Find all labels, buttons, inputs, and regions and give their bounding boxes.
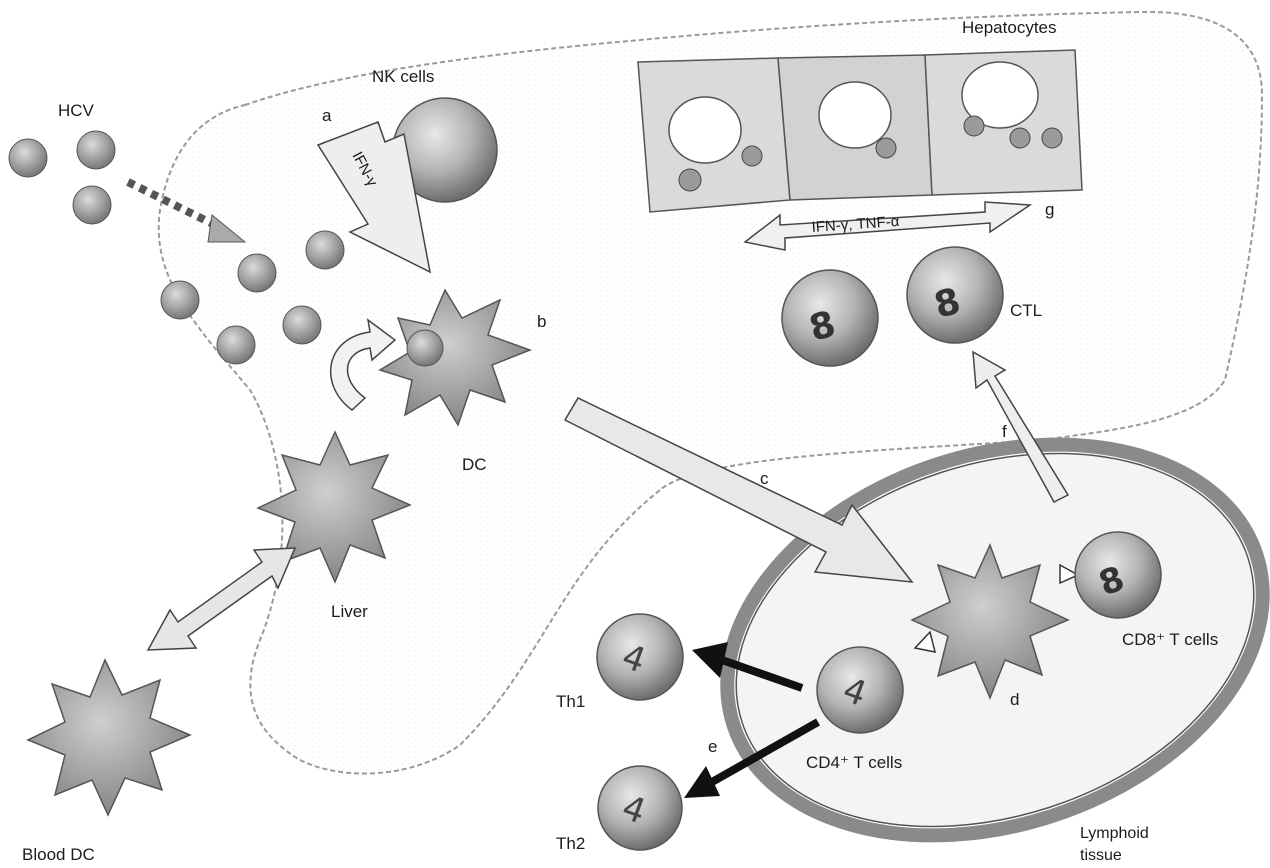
label-d: d: [1010, 690, 1019, 709]
label-lymphoid: Lymphoid: [1080, 825, 1149, 842]
label-f: f: [1002, 422, 1007, 441]
label-b: b: [537, 312, 546, 331]
label-blood-dc: Blood DC: [22, 845, 95, 864]
hcv-particle: [73, 186, 111, 224]
label-tissue: tissue: [1080, 847, 1122, 864]
label-g: g: [1045, 200, 1054, 219]
hcv-particle: [161, 281, 199, 319]
hcv-particle: [283, 306, 321, 344]
label-a: a: [322, 106, 332, 125]
label-c: c: [760, 469, 769, 488]
label-th2: Th2: [556, 834, 585, 853]
hepatocytes: [638, 50, 1082, 212]
label-cd4-t-cells: CD4⁺ T cells: [806, 753, 902, 772]
label-dc: DC: [462, 455, 487, 474]
hcv-particle: [238, 254, 276, 292]
cd4-t-cell: 4: [817, 647, 903, 733]
hcv-particle: [9, 139, 47, 177]
hcv-particle: [77, 131, 115, 169]
label-ctl: CTL: [1010, 301, 1042, 320]
label-liver: Liver: [331, 602, 368, 621]
dc-captured-virus: [407, 330, 443, 366]
hcv-particle: [306, 231, 344, 269]
th2-cell: 4: [598, 766, 682, 850]
label-th1: Th1: [556, 692, 585, 711]
th1-cell: 4: [597, 614, 683, 700]
blood-dendritic-cell: [28, 660, 190, 815]
hcv-particle: [217, 326, 255, 364]
label-hepatocytes: Hepatocytes: [962, 18, 1057, 37]
label-e: e: [708, 737, 717, 756]
label-cd8-t-cells: CD8⁺ T cells: [1122, 630, 1218, 649]
cd8-t-cell: 8: [1075, 532, 1161, 618]
label-hcv: HCV: [58, 101, 95, 120]
label-nk-cells: NK cells: [372, 67, 434, 86]
